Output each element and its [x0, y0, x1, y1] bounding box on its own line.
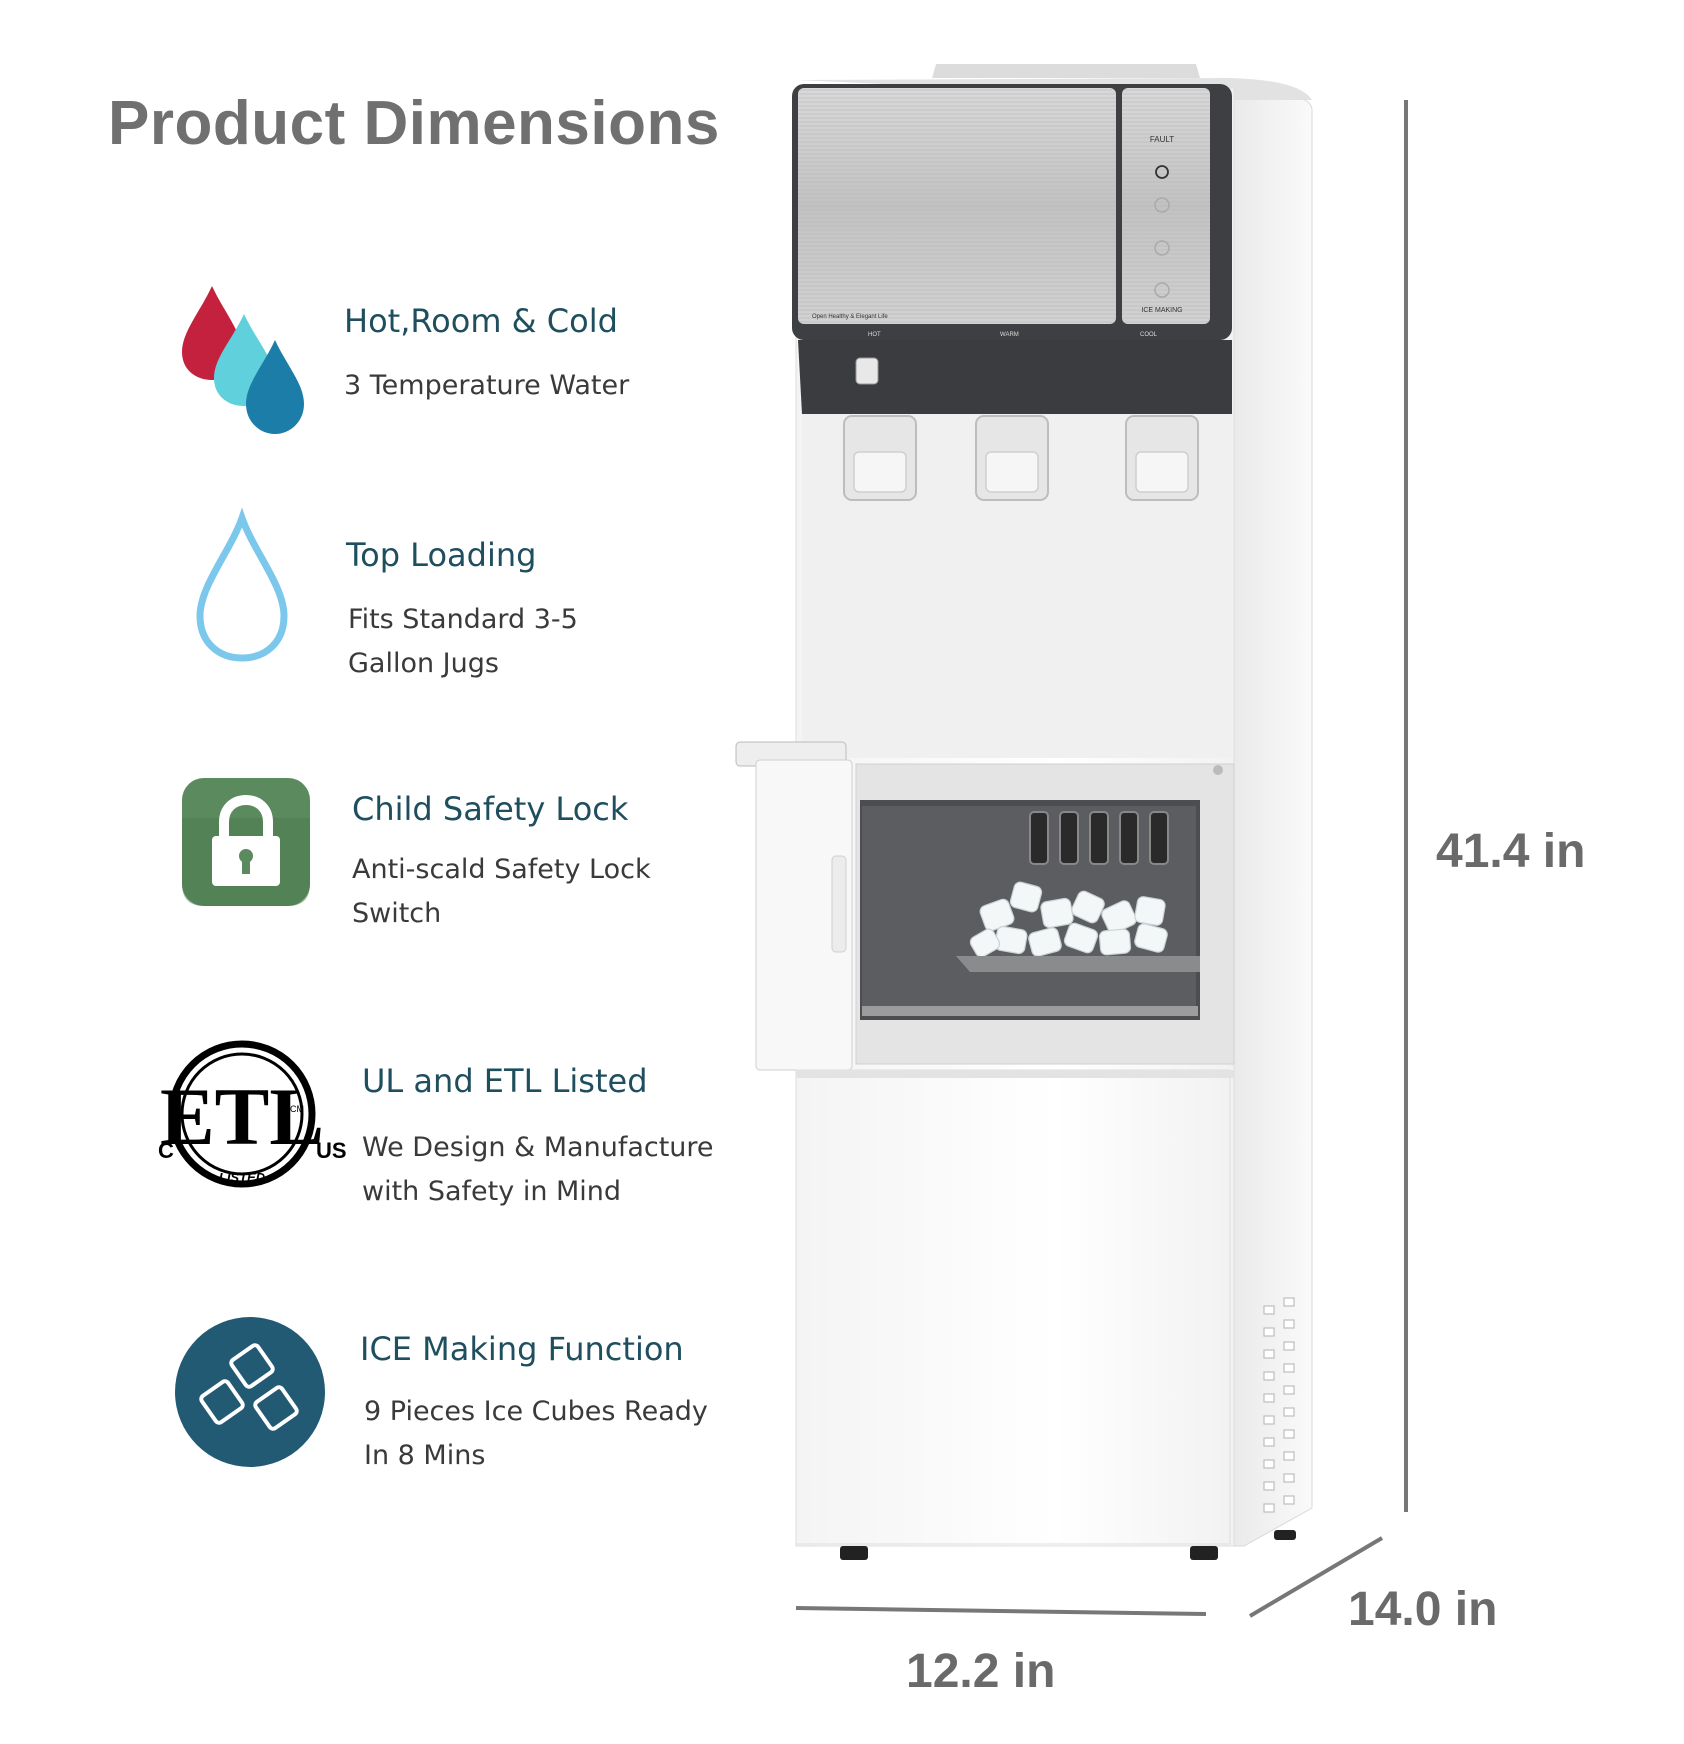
etl-logo-us: US [316, 1138, 347, 1163]
power-button[interactable] [1155, 165, 1169, 179]
feature-title-listed: UL and ETL Listed [362, 1062, 648, 1100]
panel-fault-label: FAULT [1150, 135, 1174, 144]
feature-desc-temperature: 3 Temperature Water [344, 364, 629, 408]
height-dimension-label: 41.4 in [1436, 825, 1586, 878]
panel-slogan: Open Healthy & Elegant Life [812, 314, 888, 320]
etl-logo-cm: CM [290, 1104, 304, 1114]
feature-desc-line: We Design & Manufacture [362, 1132, 714, 1163]
feature-desc-lock: Anti-scald Safety Lock Switch [352, 848, 651, 936]
feature-desc-ice: 9 Pieces Ice Cubes Ready In 8 Mins [364, 1390, 708, 1478]
depth-dimension-line [1248, 1536, 1384, 1618]
etl-logo-main: ETL [160, 1071, 324, 1162]
page-title: Product Dimensions [108, 89, 720, 158]
feature-desc-line: 9 Pieces Ice Cubes Ready [364, 1396, 708, 1427]
feature-title-ice: ICE Making Function [360, 1330, 684, 1368]
feature-title-loading: Top Loading [346, 536, 537, 574]
ice-making-button[interactable] [1154, 282, 1170, 298]
width-dimension-label: 12.2 in [906, 1645, 1056, 1698]
child-lock-switch[interactable] [855, 357, 879, 385]
feature-desc-line: 3 Temperature Water [344, 370, 630, 401]
hot-button[interactable] [1154, 197, 1170, 213]
etl-logo-c: C [158, 1138, 174, 1163]
etl-listed-logo: ETL C US CM LISTED [158, 1040, 347, 1188]
feature-desc-line: Gallon Jugs [348, 648, 499, 679]
spout-label-cool: COOL [1140, 332, 1158, 338]
feature-desc-line: In 8 Mins [364, 1440, 486, 1471]
feature-desc-listed: We Design & Manufacture with Safety in M… [362, 1126, 714, 1214]
etl-logo-listed: LISTED [219, 1170, 266, 1185]
ice-cubes-icon [175, 1317, 325, 1467]
spout-label-warm: WARM [1000, 332, 1019, 338]
feature-desc-line: Anti-scald Safety Lock [352, 854, 651, 885]
spout-label-hot: HOT [868, 332, 881, 338]
child-lock-button[interactable] [1154, 240, 1170, 256]
panel-ice-making-label: ICE MAKING [1141, 307, 1182, 314]
feature-desc-line: with Safety in Mind [362, 1176, 622, 1207]
padlock-icon [182, 778, 310, 906]
feature-title-temperature: Hot,Room & Cold [344, 302, 618, 340]
depth-dimension-label: 14.0 in [1348, 1583, 1498, 1636]
width-dimension-line [795, 1606, 1207, 1616]
water-drops-icon [182, 286, 304, 434]
feature-desc-line: Switch [352, 898, 442, 929]
feature-desc-loading: Fits Standard 3-5 Gallon Jugs [348, 598, 578, 686]
feature-title-lock: Child Safety Lock [352, 790, 629, 828]
feature-desc-line: Fits Standard 3-5 [348, 604, 578, 635]
water-drop-outline-icon [196, 507, 288, 662]
